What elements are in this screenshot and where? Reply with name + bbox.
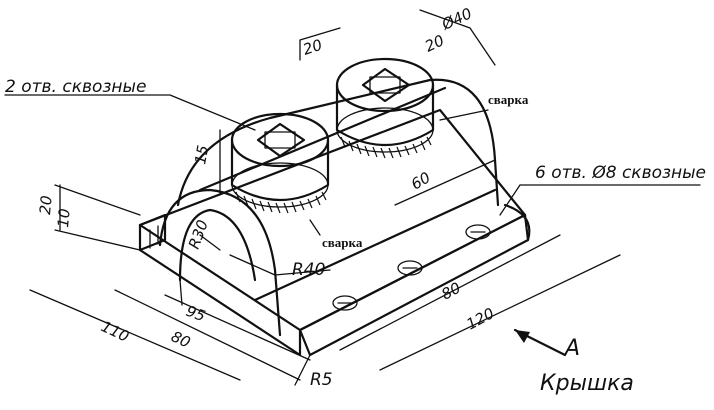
dim-110: 110 [98,317,132,345]
boss-front [230,112,330,214]
dim-20-top: 20 [301,36,325,59]
weld-label-2: сварка [322,235,363,250]
dim-15: 15 [191,144,212,166]
dim-10-left: 10 [54,208,74,229]
note-2-holes: 2 отв. сквозные [5,77,146,97]
dim-d40: Ø40 [438,4,475,34]
dim-80-right: 80 [438,279,463,304]
dim-120: 120 [463,304,497,333]
dim-80-bottom: 80 [168,327,193,351]
view-letter-a: A [563,336,580,361]
boss-rear [335,57,435,159]
weld-label-1: сварка [488,92,529,107]
base-plate [138,108,531,357]
dim-95: 95 [184,302,208,325]
dim-r40: R40 [292,260,325,280]
dim-20-top-2: 20 [422,31,447,55]
dim-r30: R30 [185,217,212,251]
annotations: 2 отв. сквозные 6 отв. Ø8 сквозные сварк… [5,4,706,396]
part-name: Крышка [540,371,634,396]
dim-20-left: 20 [36,195,56,216]
note-6-holes: 6 отв. Ø8 сквозные [535,163,706,183]
saddle-body [138,78,500,337]
plate-holes [332,224,491,311]
dimension-lines [4,9,701,386]
dim-r5: R5 [310,370,333,390]
